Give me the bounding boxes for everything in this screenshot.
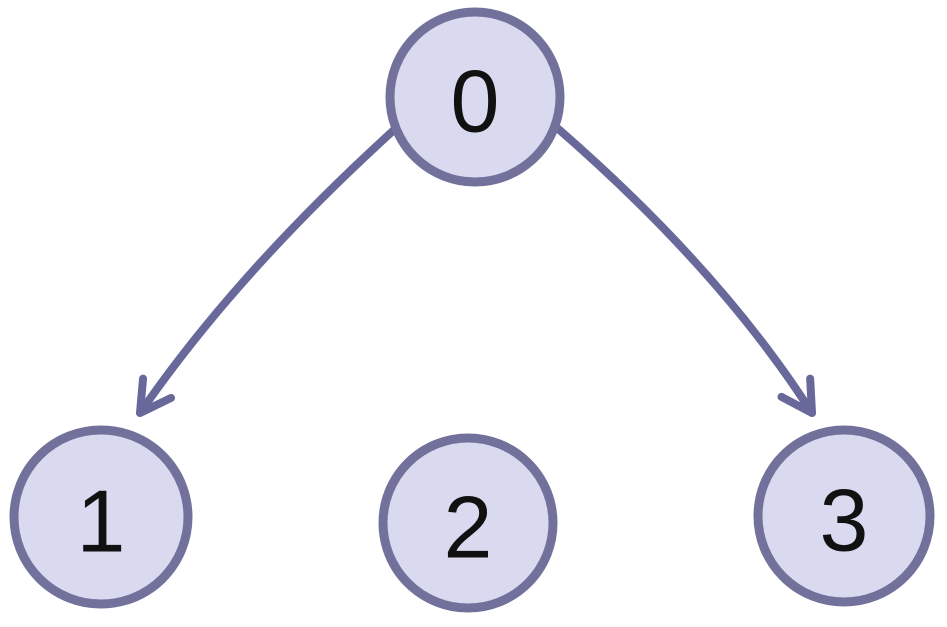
node-1-circle [9,425,193,609]
node-0: 0 [385,7,565,187]
node-2: 2 [378,433,558,613]
edge-0-to-1 [136,116,409,417]
node-0-label: 0 [451,52,500,151]
node-2-label: 2 [444,478,493,577]
node-2-circle [378,433,558,613]
node-1: 1 [9,425,193,609]
edge-0-to-3 [544,116,816,417]
node-1-label: 1 [77,472,126,571]
node-3: 3 [753,425,935,607]
node-3-label: 3 [820,471,869,570]
node-3-circle [753,425,935,607]
node-0-circle [385,7,565,187]
